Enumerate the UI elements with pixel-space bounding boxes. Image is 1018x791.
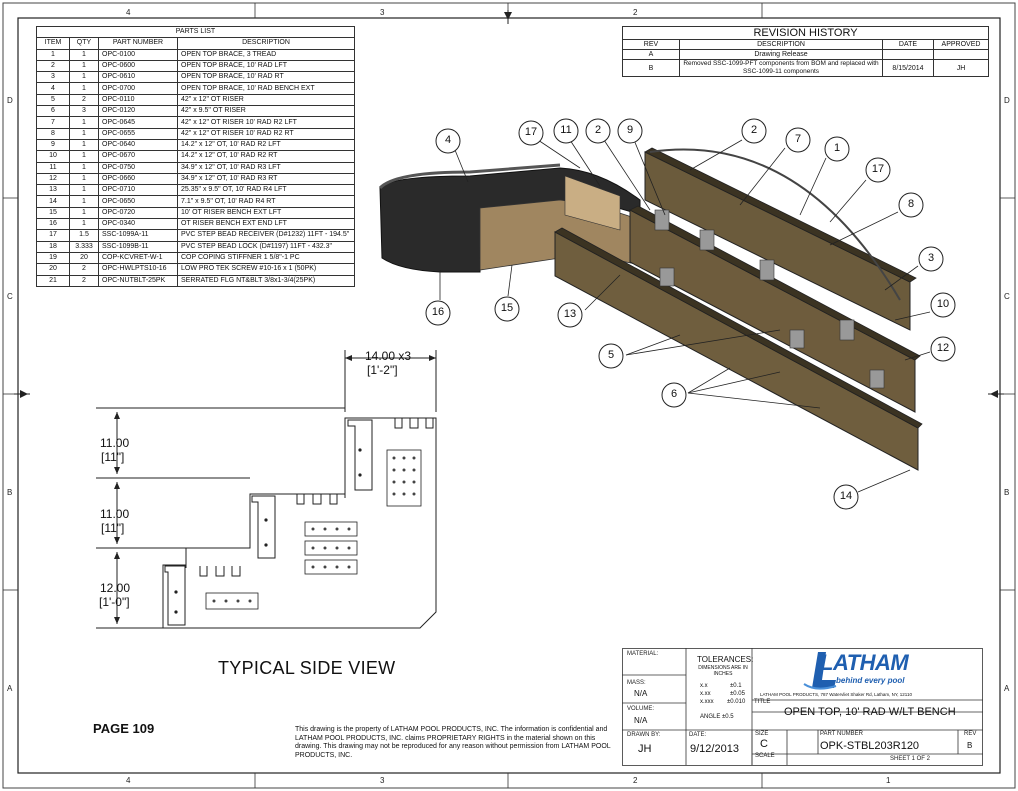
side-view-drawing <box>96 350 437 629</box>
drawn-by-value: JH <box>638 743 652 755</box>
tolerances-label: TOLERANCES: <box>697 655 754 664</box>
date-label: DATE: <box>689 732 707 738</box>
mass-value: N/A <box>634 689 648 698</box>
zone-label-left: A <box>7 684 13 693</box>
rev-value: B <box>967 741 973 750</box>
tolerances-note: DIMENSIONS ARE IN INCHES <box>698 665 748 677</box>
volume-value: N/A <box>634 716 648 725</box>
material-label: MATERIAL: <box>627 651 659 657</box>
tolerance-value: ±0.010 <box>727 699 746 705</box>
title-block-grid <box>622 648 983 766</box>
scale-label: SCALE <box>755 753 775 759</box>
revision-history-title: REVISION HISTORY <box>622 26 989 40</box>
parts-list-table: PARTS LIST ITEM QTY PART NUMBER DESCRIPT… <box>36 25 355 287</box>
dimension-rise-2-imperial: [11"] <box>101 521 125 535</box>
angle-tolerance: ANGLE ±0.5 <box>700 714 734 720</box>
drawn-by-label: DRAWN BY: <box>627 732 661 738</box>
dimension-rise-3: 12.00 <box>100 581 131 595</box>
sheet-number: SHEET 1 OF 2 <box>890 756 930 762</box>
zone-label-right: C <box>1004 292 1010 301</box>
zone-label-right: D <box>1004 96 1010 105</box>
zone-label-top: 2 <box>633 8 638 17</box>
view-title: TYPICAL SIDE VIEW <box>218 658 396 678</box>
zone-label-left: B <box>7 488 13 497</box>
revision-history-table: REVISION HISTORY REV DESCRIPTION DATE AP… <box>622 26 989 77</box>
tolerance-value: ±0.05 <box>730 691 745 697</box>
part-number-label: PART NUMBER <box>820 731 864 737</box>
zone-label-top: 4 <box>126 8 131 17</box>
latham-logo-icon <box>803 652 837 690</box>
size-label: SIZE <box>755 731 769 737</box>
tolerance-format: x.xx <box>700 691 711 697</box>
mass-label: MASS: <box>627 680 646 686</box>
part-description: SERRATED FLG NT&BLT 3/8x1-3/4(25PK) <box>177 274 355 287</box>
brand-tagline: behind every pool <box>836 676 905 685</box>
dimension-rise-1: 11.00 <box>100 436 130 450</box>
drawing-title: OPEN TOP, 10' RAD W/LT BENCH <box>784 706 956 718</box>
zone-label-right: A <box>1004 684 1010 693</box>
revision-row: B Removed SSC-1099-PFT components from B… <box>622 59 989 77</box>
zone-label-left: C <box>7 292 13 301</box>
zone-label-top: 3 <box>380 8 385 17</box>
zone-label-bottom: 3 <box>380 776 385 785</box>
dimension-width: 14.00 x3 <box>365 349 412 363</box>
title-label: TITLE <box>754 699 771 705</box>
dimension-rise-3-imperial: [1'-0"] <box>99 595 130 609</box>
rev-approved: JH <box>933 59 989 77</box>
brand-name: LATHAM <box>820 650 909 675</box>
size-value: C <box>760 738 768 750</box>
tolerance-value: ±0.1 <box>730 683 742 689</box>
zone-label-left: D <box>7 96 13 105</box>
zone-label-bottom: 1 <box>886 776 891 785</box>
page-label: PAGE 109 <box>93 721 155 736</box>
dimension-rise-1-imperial: [11"] <box>101 450 125 464</box>
zone-label-bottom: 2 <box>633 776 638 785</box>
zone-label-bottom: 4 <box>126 776 131 785</box>
proprietary-notice: This drawing is the property of LATHAM P… <box>295 726 611 759</box>
tolerance-format: x.xxx <box>700 699 714 705</box>
rev-label: REV <box>964 731 977 737</box>
dimension-rise-2: 11.00 <box>100 507 130 521</box>
tolerance-format: x.x <box>700 683 708 689</box>
dimension-width-imperial: [1'-2"] <box>367 363 398 377</box>
zone-label-right: B <box>1004 488 1010 497</box>
isometric-assembly-view <box>378 147 923 471</box>
date-value: 9/12/2013 <box>690 743 739 755</box>
volume-label: VOLUME: <box>627 706 655 712</box>
part-number-value: OPK-STBL203R120 <box>820 740 920 752</box>
company-address: LATHAM POOL PRODUCTS, 787 Watervliet Sha… <box>760 692 912 697</box>
rev-description: Removed SSC-1099-PFT components from BOM… <box>679 59 883 77</box>
